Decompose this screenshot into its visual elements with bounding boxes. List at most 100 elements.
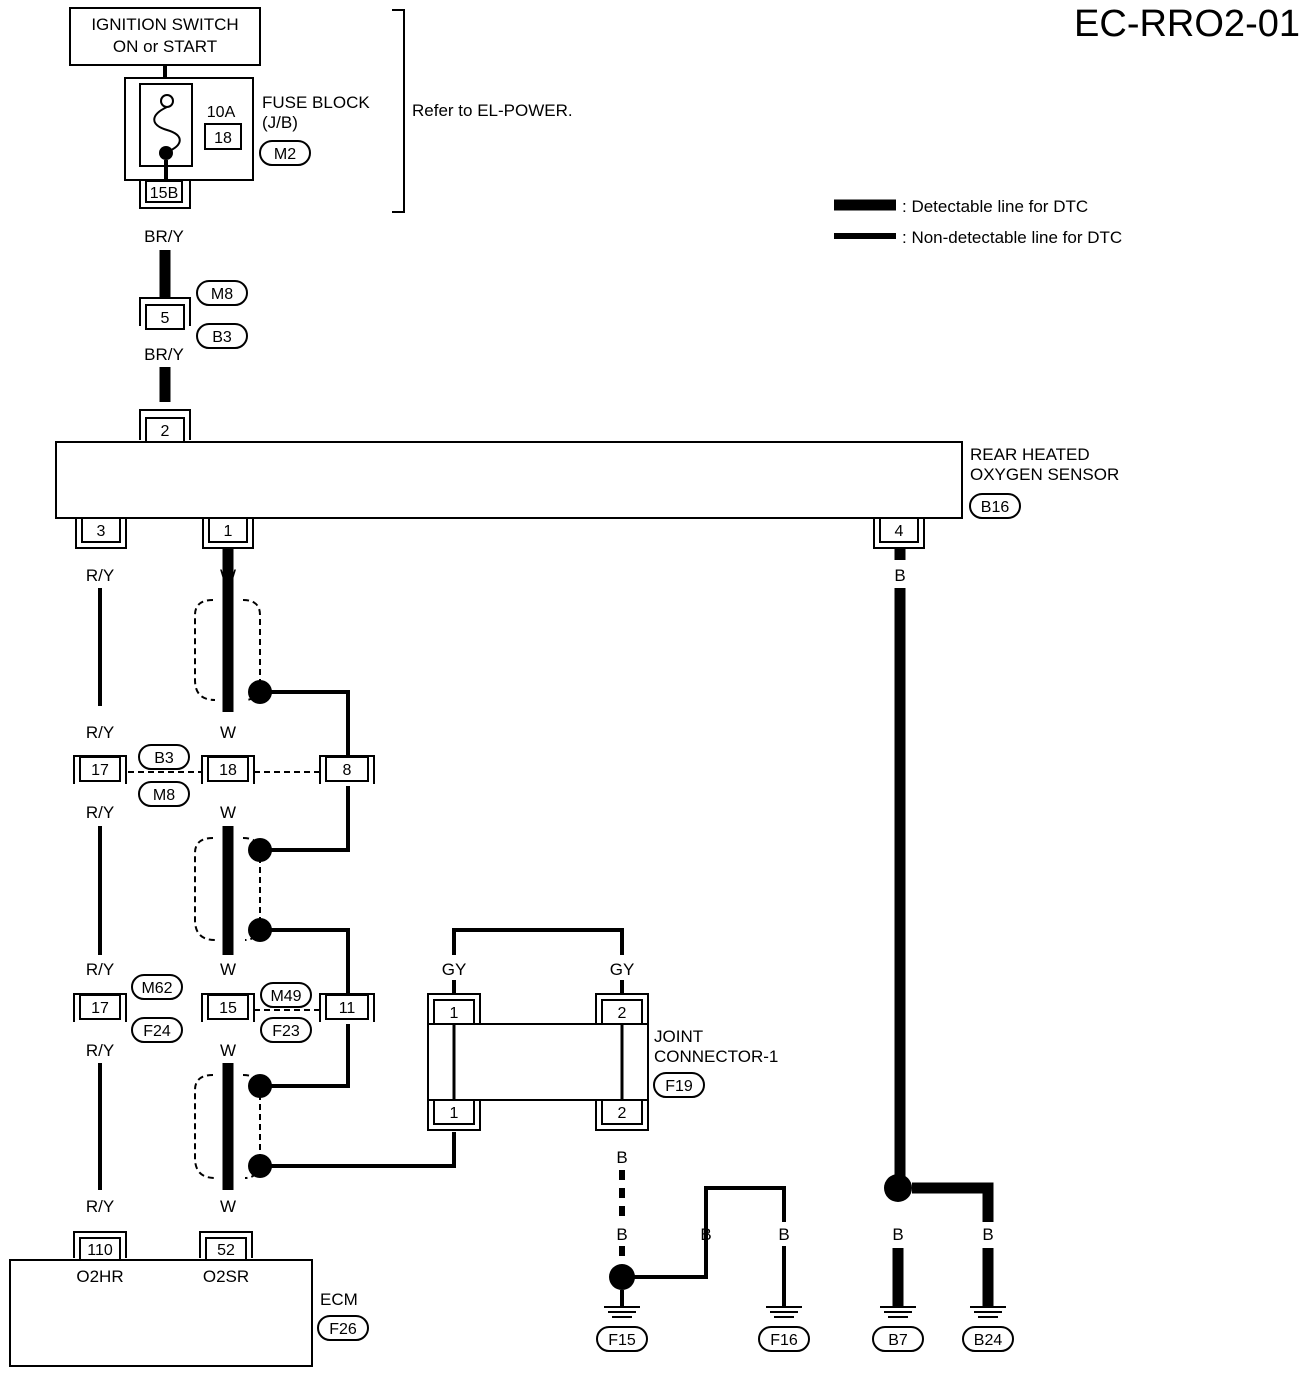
wire-color-b-s2: B xyxy=(892,1225,903,1244)
shield-3 xyxy=(194,1074,261,1179)
legend-detectable: : Detectable line for DTC xyxy=(902,197,1088,216)
ecm-label: ECM xyxy=(320,1290,358,1309)
fuse-element xyxy=(153,106,181,153)
joint-bottom-2-box xyxy=(601,1099,643,1125)
wire-color-ry-2: R/Y xyxy=(86,723,114,742)
fuse-number: 18 xyxy=(214,130,232,147)
ground-symbol-f15 xyxy=(604,1306,640,1318)
drain-wire-4 xyxy=(270,1024,350,1088)
terminal-11: 11 xyxy=(339,1000,356,1017)
ground-symbol-b24 xyxy=(970,1306,1006,1318)
wire-color-b-j2: B xyxy=(616,1225,627,1244)
connector-tag-m8-top-label: M8 xyxy=(211,286,233,303)
joint-top-2: 2 xyxy=(618,1005,627,1022)
joint-bottom-1: 1 xyxy=(450,1105,459,1122)
terminal-15b: 15B xyxy=(150,185,178,202)
shield-drain-4 xyxy=(248,1074,272,1098)
connector-tag-m49-label: M49 xyxy=(270,988,301,1005)
joint-connector-box xyxy=(427,1023,649,1101)
ecm-box xyxy=(9,1259,313,1367)
connector-tag-f16 xyxy=(758,1326,810,1352)
joint-bottom-1-box xyxy=(433,1099,475,1125)
wire-color-ry-5: R/Y xyxy=(86,1041,114,1060)
ecm-pin-o2hr: O2HR xyxy=(76,1267,123,1286)
terminal-18-box xyxy=(207,756,249,782)
connector-tag-b7 xyxy=(872,1326,924,1352)
drain-wire-1 xyxy=(270,690,350,760)
connector-tag-m49 xyxy=(260,982,312,1008)
terminal-3: 3 xyxy=(97,523,106,540)
drain-wire-2 xyxy=(270,786,350,852)
connector-tag-f24-label: F24 xyxy=(143,1023,171,1040)
joint-top-2-box xyxy=(601,999,643,1025)
terminal-2: 2 xyxy=(161,423,170,440)
connector-tag-b24-label: B24 xyxy=(974,1332,1003,1349)
shield-drain-5 xyxy=(248,1154,272,1178)
wire-b-b24 xyxy=(912,1182,994,1222)
connector-tag-m8-label: M8 xyxy=(153,787,175,804)
wire-color-bry-2: BR/Y xyxy=(144,345,184,364)
wire-color-ry-4: R/Y xyxy=(86,960,114,979)
ground-splice-f15 xyxy=(609,1264,635,1290)
terminal-4-box xyxy=(879,517,919,543)
terminal-2-box xyxy=(145,417,185,443)
connector-tag-m2 xyxy=(259,140,311,166)
fuse-rating: 10A xyxy=(207,104,236,121)
wire-color-b-s1: B xyxy=(894,566,905,585)
terminal-15b-bracket xyxy=(139,180,191,209)
connector-tag-b3-top-label: B3 xyxy=(212,329,232,346)
joint-label-2: CONNECTOR-1 xyxy=(654,1047,778,1066)
connector-tag-b24 xyxy=(962,1326,1014,1352)
terminal-2-bracket xyxy=(139,409,191,440)
wire-color-bry-1: BR/Y xyxy=(144,227,184,246)
joint-top-1-bracket xyxy=(427,993,481,1024)
wire-color-w-2: W xyxy=(220,723,236,742)
connector-tag-b3-label: B3 xyxy=(154,750,174,767)
drain-wire-5 xyxy=(270,1132,456,1168)
ecm-pin-o2sr: O2SR xyxy=(203,1267,249,1286)
terminal-110-bracket xyxy=(73,1231,127,1258)
terminal-8-box xyxy=(325,756,369,782)
terminal-1: 1 xyxy=(224,523,233,540)
joint-top-1: 1 xyxy=(450,1005,459,1022)
terminal-5: 5 xyxy=(161,310,170,327)
connector-tag-b3 xyxy=(138,744,190,770)
joint-label-1: JOINT xyxy=(654,1027,703,1046)
joint-top-2-bracket xyxy=(595,993,649,1024)
connector-tag-f16-label: F16 xyxy=(770,1332,798,1349)
wire-color-b-j1: B xyxy=(616,1148,627,1167)
connector-tag-b16-label: B16 xyxy=(981,499,1010,516)
terminal-17a-box xyxy=(79,756,121,782)
terminal-11-box xyxy=(325,994,369,1020)
terminal-52: 52 xyxy=(217,1242,235,1259)
terminal-52-bracket xyxy=(199,1231,253,1258)
wire-color-b-s3: B xyxy=(982,1225,993,1244)
wire-color-b-j4: B xyxy=(778,1225,789,1244)
drain-wire-3 xyxy=(270,928,350,996)
ground-splice-b7 xyxy=(884,1174,912,1202)
fuse-block-sub: (J/B) xyxy=(262,113,298,132)
terminal-3-bracket xyxy=(75,518,127,549)
shield-drain-1 xyxy=(248,680,272,704)
connector-tag-m62 xyxy=(131,974,183,1000)
connector-tag-b3-top xyxy=(196,323,248,349)
terminal-3-box xyxy=(81,517,121,543)
connector-tag-m8 xyxy=(138,781,190,807)
wire-color-b-j3: B xyxy=(700,1225,711,1244)
connector-tag-m8-top xyxy=(196,280,248,306)
sensor-label-1: REAR HEATED xyxy=(970,445,1090,464)
terminal-5-box xyxy=(145,304,185,330)
connector-tag-f24 xyxy=(131,1017,183,1043)
fuse-top-terminal xyxy=(160,94,174,108)
terminal-5-bracket xyxy=(139,297,191,326)
wire-b-f16 xyxy=(634,1186,786,1279)
connector-tag-m2-label: M2 xyxy=(274,146,296,163)
wire-color-ry-6: R/Y xyxy=(86,1197,114,1216)
connector-tag-f15-label: F15 xyxy=(608,1332,636,1349)
terminal-110: 110 xyxy=(87,1242,113,1259)
joint-bottom-1-bracket xyxy=(427,1100,481,1131)
terminal-15: 15 xyxy=(219,1000,237,1017)
connector-tag-f19 xyxy=(653,1072,705,1098)
wire-color-w-6: W xyxy=(220,1197,236,1216)
